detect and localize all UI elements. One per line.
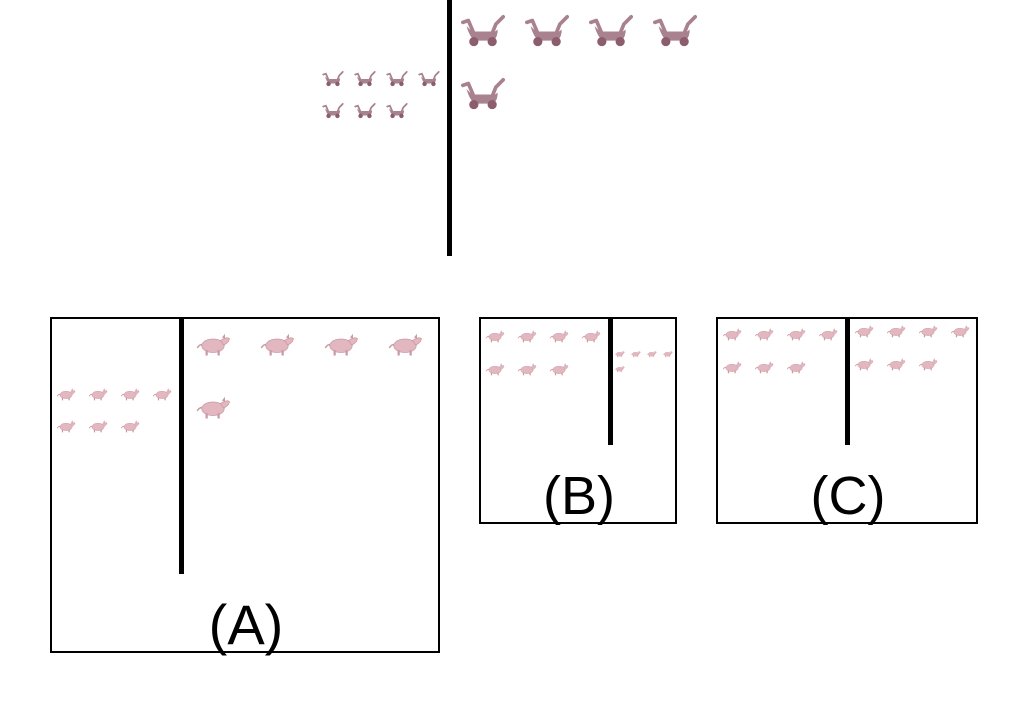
pig-icon <box>614 350 625 358</box>
pig-icon <box>88 420 108 433</box>
pig-icon <box>722 328 742 341</box>
toy-cart-icon <box>461 78 505 110</box>
toy-cart-icon <box>653 14 697 47</box>
option-a-label: (A) <box>208 593 284 656</box>
toy-cart-icon <box>525 14 569 47</box>
toy-cart-icon <box>418 71 440 87</box>
toy-cart-icon <box>589 14 633 47</box>
pig-icon <box>56 420 76 433</box>
option-c-divider <box>845 319 850 445</box>
pig-icon <box>549 330 569 343</box>
pig-icon <box>818 328 838 341</box>
pig-icon <box>88 388 108 401</box>
pig-icon <box>918 358 938 371</box>
pig-icon <box>614 365 625 373</box>
pig-icon <box>152 388 172 401</box>
pig-icon <box>56 388 76 401</box>
option-c-box[interactable]: (C) <box>716 317 978 524</box>
pig-icon <box>918 325 938 338</box>
toy-cart-icon <box>386 103 408 119</box>
pig-icon <box>854 358 874 371</box>
option-b-label: (B) <box>543 466 615 526</box>
pig-icon <box>786 328 806 341</box>
toy-cart-icon <box>322 71 344 87</box>
pig-icon <box>260 333 294 356</box>
pig-icon <box>485 330 505 343</box>
pig-icon <box>950 325 970 338</box>
pig-icon <box>662 350 673 358</box>
pig-icon <box>754 361 774 374</box>
option-c-label: (C) <box>810 466 886 526</box>
pig-icon <box>485 363 505 376</box>
pig-icon <box>854 325 874 338</box>
toy-cart-icon <box>354 71 376 87</box>
pig-icon <box>886 358 906 371</box>
toy-cart-icon <box>386 71 408 87</box>
pig-icon <box>196 333 230 356</box>
toy-cart-icon <box>354 103 376 119</box>
pig-icon <box>549 363 569 376</box>
pig-icon <box>517 330 537 343</box>
option-b-box[interactable]: (B) <box>479 317 677 524</box>
option-a-divider <box>179 319 184 574</box>
option-b-divider <box>608 319 613 445</box>
pig-icon <box>517 363 537 376</box>
pig-icon <box>324 333 358 356</box>
pig-icon <box>786 361 806 374</box>
prompt-divider <box>447 0 452 256</box>
pig-icon <box>646 350 657 358</box>
toy-cart-icon <box>461 14 505 47</box>
pig-icon <box>630 350 641 358</box>
pig-icon <box>388 333 422 356</box>
option-a-box[interactable]: (A) <box>50 317 440 653</box>
toy-cart-icon <box>322 103 344 119</box>
pig-icon <box>120 388 140 401</box>
pig-icon <box>581 330 601 343</box>
pig-icon <box>754 328 774 341</box>
pig-icon <box>722 361 742 374</box>
pig-icon <box>120 420 140 433</box>
pig-icon <box>886 325 906 338</box>
pig-icon <box>196 396 230 419</box>
